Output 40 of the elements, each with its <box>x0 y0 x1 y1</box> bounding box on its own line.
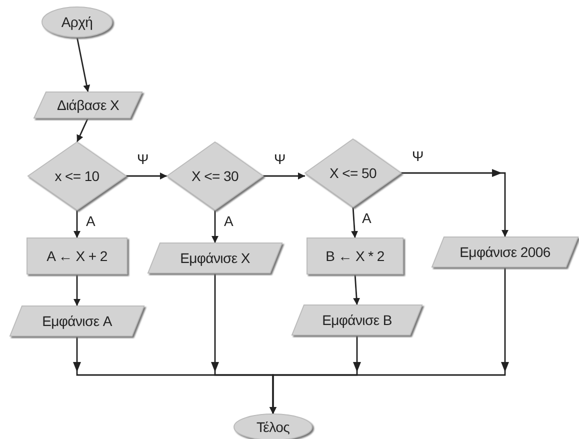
io-parallelogram <box>34 92 142 118</box>
edge-label: Ψ <box>136 152 150 166</box>
node-label: Εμφάνισε 2006 <box>460 244 550 260</box>
process-box <box>27 238 127 274</box>
decision-diamond <box>167 142 263 210</box>
io-parallelogram <box>432 237 578 267</box>
arrow <box>74 274 80 306</box>
arrow <box>401 172 508 237</box>
edge-label: Ψ <box>273 152 287 166</box>
node-label: Εμφάνισε X <box>180 250 250 266</box>
arrow <box>351 206 358 238</box>
node-label: Εμφάνισε B <box>322 312 392 328</box>
node-label: x <= 10 <box>54 168 100 184</box>
node-label: Τέλος <box>256 419 290 435</box>
node-label: Αρχή <box>61 14 93 30</box>
edge-label: Ψ <box>411 149 425 163</box>
node-label: B ← X * 2 <box>326 248 384 264</box>
node-label: Εμφάνισε A <box>42 313 112 329</box>
io-parallelogram <box>148 243 282 273</box>
arrow <box>353 274 360 306</box>
arrow <box>263 172 305 180</box>
io-parallelogram <box>292 305 422 335</box>
decision-diamond <box>28 142 126 210</box>
node-label: X <= 30 <box>192 168 238 184</box>
process-box <box>307 238 403 274</box>
arrow <box>270 267 506 414</box>
arrow <box>74 210 80 238</box>
io-parallelogram <box>10 306 144 336</box>
arrow <box>212 210 218 243</box>
edge-label: A <box>223 214 234 228</box>
node-label: A ← X + 2 <box>46 248 108 264</box>
arrow <box>126 172 167 180</box>
edge-label: A <box>361 211 372 225</box>
node-label: Διάβασε X <box>56 97 120 113</box>
decision-diamond <box>305 139 401 207</box>
edge-label: A <box>85 214 96 228</box>
arrow <box>76 36 90 92</box>
terminal-oval <box>42 7 112 37</box>
node-label: X <= 50 <box>330 165 376 181</box>
arrow <box>76 118 89 142</box>
